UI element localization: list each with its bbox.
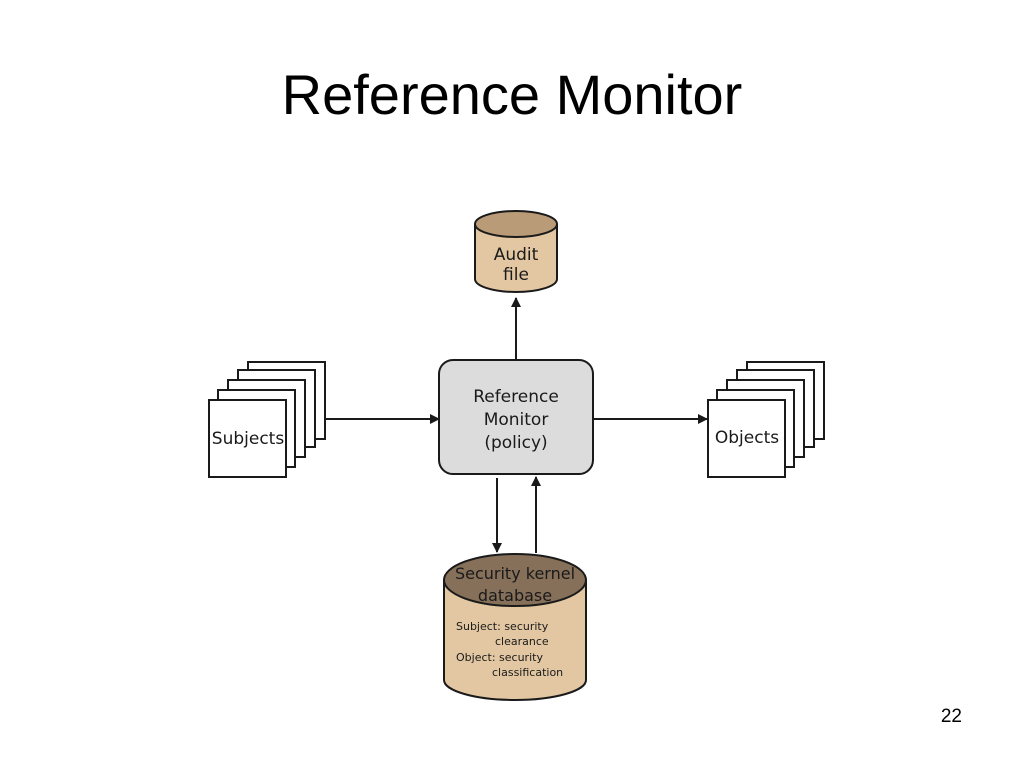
objects-stack	[707, 361, 825, 478]
reference-monitor-line2: Monitor	[484, 410, 549, 430]
audit-file-label-line1: Audit	[494, 245, 539, 265]
kernel-db-title-line1: Security kernel	[455, 564, 575, 583]
slide-title: Reference Monitor	[281, 63, 743, 126]
kernel-db-object-value: classification	[492, 666, 563, 679]
security-kernel-database-cylinder: Security kernel database Subject: securi…	[443, 553, 587, 701]
objects-label: Objects	[715, 428, 779, 448]
subjects-stack	[208, 361, 326, 478]
kernel-db-title-line2: database	[478, 586, 552, 605]
subjects-label: Subjects	[212, 429, 285, 449]
page-number: 22	[940, 706, 962, 727]
kernel-db-object-key: Object: security	[456, 651, 543, 664]
reference-monitor-box: Reference Monitor (policy)	[438, 359, 594, 475]
audit-file-cylinder: Audit file	[474, 210, 558, 293]
audit-file-label-line2: file	[503, 265, 529, 285]
reference-monitor-line1: Reference	[473, 387, 559, 407]
kernel-db-subject-key: Subject: security	[456, 620, 549, 633]
reference-monitor-line3: (policy)	[484, 433, 547, 453]
kernel-db-subject-value: clearance	[495, 635, 549, 648]
